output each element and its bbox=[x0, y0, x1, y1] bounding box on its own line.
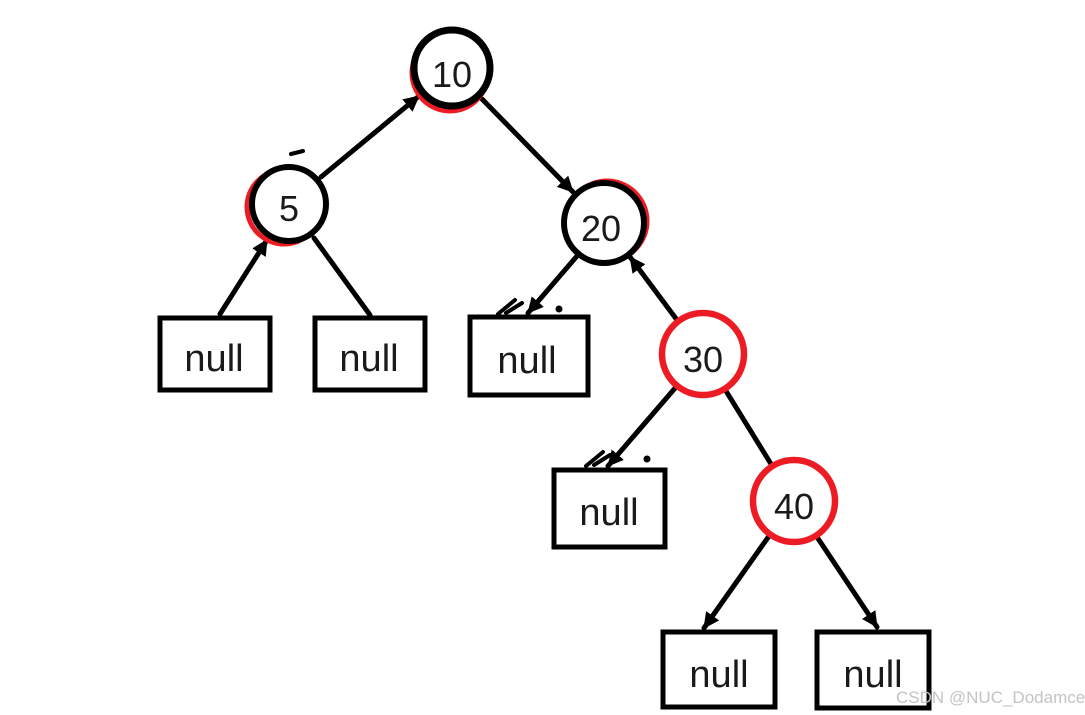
node-20: 20 bbox=[561, 178, 650, 266]
edge-5-to-10 bbox=[318, 93, 422, 180]
node-10-circle bbox=[410, 26, 494, 110]
edge-40-to-null40right bbox=[814, 534, 880, 630]
null-label: null bbox=[843, 654, 902, 696]
edge-null5left-to-5 bbox=[217, 237, 270, 317]
node-30: 30 bbox=[658, 309, 748, 399]
edge-10-to-20 bbox=[479, 96, 576, 195]
node-10-value: 10 bbox=[432, 54, 472, 95]
node-20-value: 20 bbox=[581, 208, 621, 249]
edge-40-to-null40left bbox=[701, 533, 772, 631]
edge-5-to-null5right bbox=[311, 235, 373, 318]
scribble-null20left bbox=[496, 298, 524, 316]
null-box-rect bbox=[312, 315, 428, 393]
edge-30-to-20 bbox=[627, 254, 680, 323]
null-box-5-left: null bbox=[157, 315, 273, 393]
null-label: null bbox=[579, 492, 638, 534]
null-box-40-right: null bbox=[814, 629, 932, 711]
null-box-rect bbox=[660, 629, 778, 710]
null-box-20-left: null bbox=[467, 314, 591, 398]
node-40-circle bbox=[749, 456, 839, 546]
null-box-rect bbox=[157, 315, 273, 393]
stray-dot-null20left bbox=[555, 305, 563, 313]
null-box-rect bbox=[467, 314, 591, 398]
node-10: 10 bbox=[409, 26, 494, 114]
edge-20-to-null20left bbox=[525, 253, 580, 316]
node-30-circle bbox=[658, 309, 748, 399]
edge-30-to-40 bbox=[723, 388, 774, 467]
tree-edges bbox=[217, 93, 880, 631]
stray-dash-above-5 bbox=[289, 149, 305, 156]
node-40-value: 40 bbox=[774, 486, 814, 527]
watermark: CSDN @NUC_Dodamce bbox=[896, 688, 1085, 707]
node-20-circle bbox=[561, 180, 647, 266]
stray-dot-null30left bbox=[643, 455, 651, 463]
stray-marks bbox=[289, 149, 651, 468]
null-label: null bbox=[339, 338, 398, 380]
null-box-30-left: null bbox=[551, 467, 668, 550]
node-40: 40 bbox=[749, 456, 839, 546]
null-box-rect bbox=[814, 629, 932, 711]
null-box-40-left: null bbox=[660, 629, 778, 710]
node-30-value: 30 bbox=[683, 339, 723, 380]
null-label: null bbox=[497, 340, 556, 382]
node-5-value: 5 bbox=[279, 188, 299, 229]
null-box-rect bbox=[551, 467, 668, 550]
null-label: null bbox=[184, 338, 243, 380]
null-label: null bbox=[689, 654, 748, 696]
scribble-null30left bbox=[584, 450, 612, 468]
node-5: 5 bbox=[244, 164, 329, 247]
null-box-5-right: null bbox=[312, 315, 428, 393]
edge-30-to-null30left bbox=[605, 384, 679, 469]
node-5-circle bbox=[249, 164, 329, 244]
